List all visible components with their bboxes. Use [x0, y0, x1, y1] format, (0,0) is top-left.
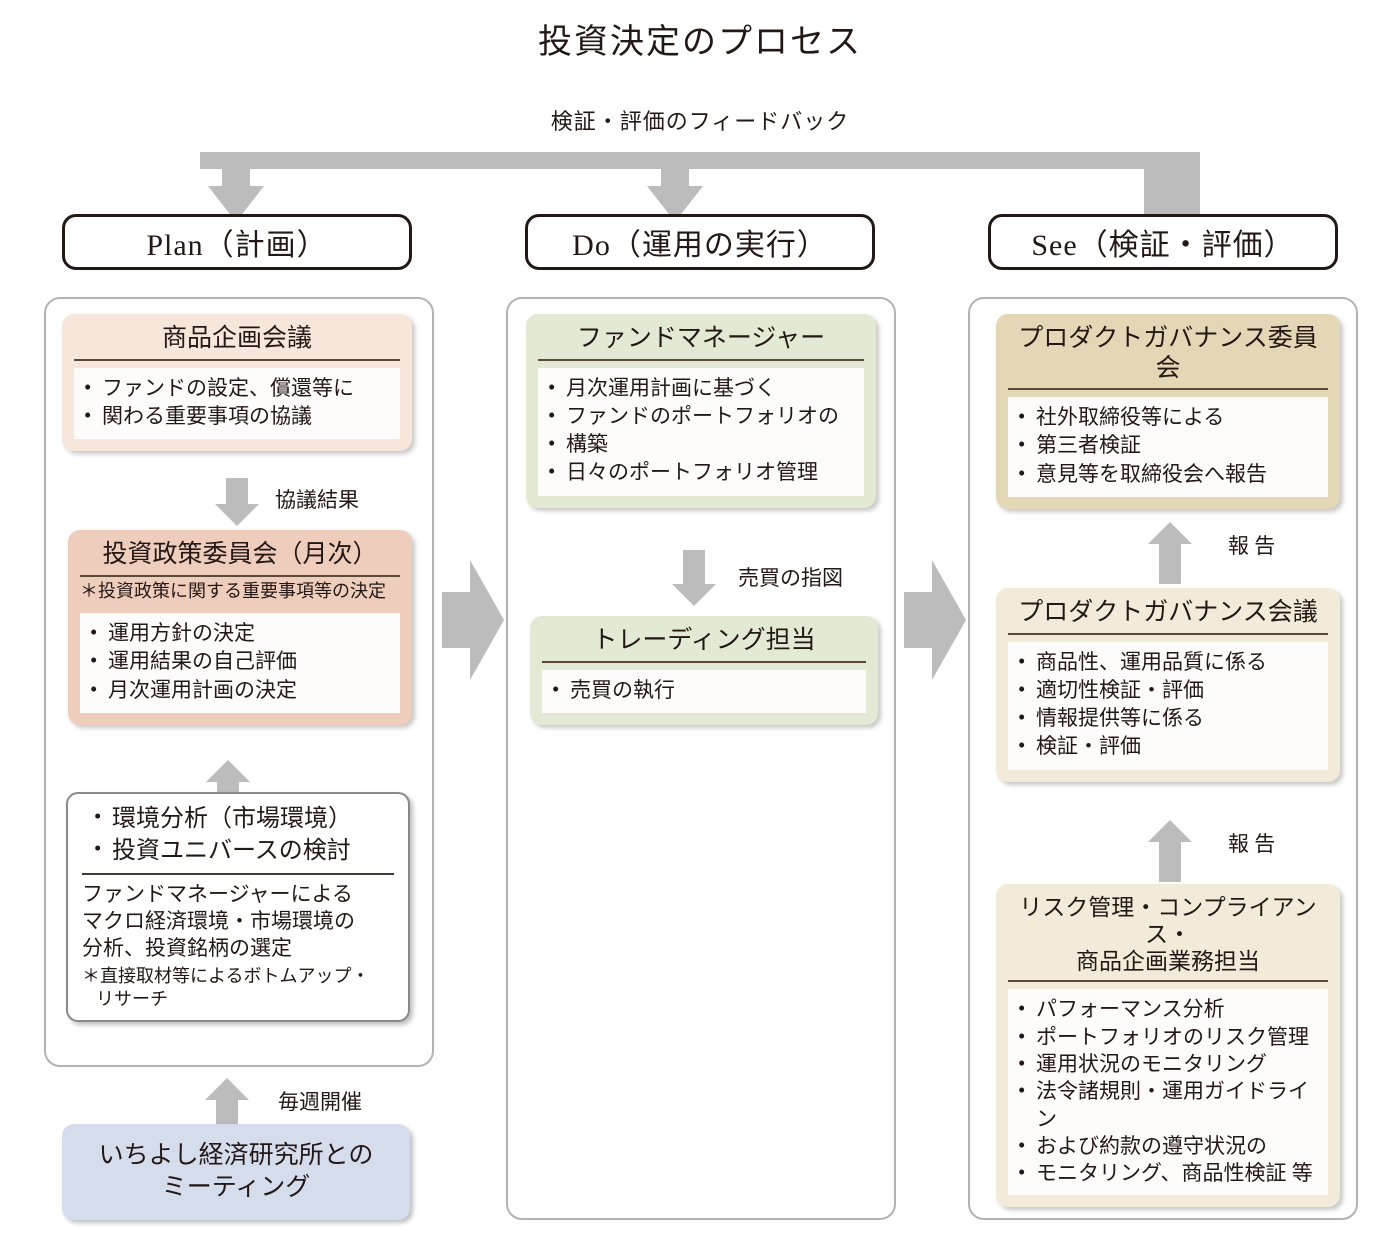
- arrow-down-to-trading: [672, 550, 716, 608]
- list-item: 投資ユニバースの検討: [92, 835, 394, 867]
- list-item-cont: モニタリング、商品性検証 等: [1016, 1159, 1320, 1187]
- list-item: 売買の執行: [550, 675, 858, 704]
- card-product-governance-meeting[interactable]: プロダクトガバナンス会議 商品性、運用品質に係る 適切性検証・評価 情報提供等に…: [996, 588, 1340, 782]
- card-risk-management[interactable]: リスク管理・コンプライアンス・ 商品企画業務担当 パフォーマンス分析 ポートフォ…: [996, 884, 1340, 1208]
- analysis-footnote-cont: リサーチ: [96, 988, 168, 1009]
- card-product-planning-meeting[interactable]: 商品企画会議 ファンドの設定、償還等に 関わる重要事項の協議: [62, 314, 412, 452]
- list-item: 日々のポートフォリオ管理: [546, 458, 856, 486]
- list-item-cont: 構築: [546, 430, 856, 458]
- list-item: ファンドの設定、償還等に: [82, 373, 392, 402]
- column-header-do[interactable]: Do（運用の実行）: [525, 214, 875, 270]
- analysis-footnote-text: ＊直接取材等によるボトムアップ・: [82, 966, 370, 986]
- list-item: パフォーマンス分析: [1016, 995, 1320, 1023]
- card-body: ファンドの設定、償還等に 関わる重要事項の協議: [74, 367, 400, 440]
- feedback-arrow-bar: [200, 152, 1200, 169]
- card-title: 投資政策委員会（月次）: [80, 538, 400, 577]
- list-item: 運用結果の自己評価: [88, 647, 392, 675]
- list-item: 月次運用計画に基づく: [546, 373, 856, 402]
- list-item: 社外取締役等による: [1016, 403, 1320, 431]
- bullet-list: 環境分析（市場環境） 投資ユニバースの検討: [82, 803, 394, 867]
- arrow-plan-to-do: [442, 560, 504, 680]
- bullet-list: 売買の執行: [550, 675, 858, 704]
- list-item-cont: 第三者検証: [1016, 431, 1320, 459]
- page-title: 投資決定のプロセス: [538, 24, 862, 61]
- card-environment-analysis[interactable]: 環境分析（市場環境） 投資ユニバースの検討 ファンドマネージャーによる マクロ経…: [66, 792, 410, 1022]
- feedback-arrow-head-do: [647, 152, 703, 222]
- list-item: 運用方針の決定: [88, 619, 392, 647]
- card-title: 商品企画会議: [74, 322, 400, 361]
- divider: [82, 873, 394, 876]
- card-trading-desk[interactable]: トレーディング担当 売買の執行: [530, 616, 878, 725]
- list-item: 運用状況のモニタリング: [1016, 1050, 1320, 1078]
- list-item-cont: ファンドのポートフォリオの: [546, 402, 856, 430]
- card-body: 売買の執行: [542, 669, 866, 713]
- arrow-label-negotiation-result: 協議結果: [275, 488, 359, 512]
- column-header-plan[interactable]: Plan（計画）: [62, 214, 412, 270]
- arrow-up-to-governance-committee: [1148, 522, 1192, 584]
- list-item: 環境分析（市場環境）: [92, 803, 394, 835]
- bullet-list: パフォーマンス分析 ポートフォリオのリスク管理 運用状況のモニタリング 法令諸規…: [1016, 995, 1320, 1187]
- list-item: ポートフォリオのリスク管理: [1016, 1023, 1320, 1051]
- card-title: プロダクトガバナンス委員会: [1008, 322, 1328, 390]
- card-fund-manager[interactable]: ファンドマネージャー 月次運用計画に基づく ファンドのポートフォリオの 構築 日…: [526, 314, 876, 508]
- arrow-up-to-governance-meeting: [1148, 820, 1192, 882]
- list-item-cont: 関わる重要事項の協議: [82, 402, 392, 430]
- card-product-governance-committee[interactable]: プロダクトガバナンス委員会 社外取締役等による 第三者検証 意見等を取締役会へ報…: [996, 314, 1340, 509]
- card-title: リスク管理・コンプライアンス・ 商品企画業務担当: [1008, 892, 1328, 983]
- bullet-list: 運用方針の決定 運用結果の自己評価 月次運用計画の決定: [88, 619, 392, 704]
- bullet-list: 社外取締役等による 第三者検証 意見等を取締役会へ報告: [1016, 403, 1320, 488]
- card-title: ファンドマネージャー: [538, 322, 864, 361]
- list-item-cont: 検証・評価: [1016, 732, 1320, 760]
- card-ichiyoshi-research-meeting[interactable]: いちよし経済研究所との ミーティング: [62, 1124, 410, 1220]
- column-header-see[interactable]: See（検証・評価）: [988, 214, 1338, 270]
- card-body: 月次運用計画に基づく ファンドのポートフォリオの 構築 日々のポートフォリオ管理: [538, 367, 864, 496]
- bullet-list: 商品性、運用品質に係る 適切性検証・評価 情報提供等に係る 検証・評価: [1016, 647, 1320, 761]
- arrow-label-weekly: 毎週開催: [278, 1090, 362, 1114]
- card-body: 運用方針の決定 運用結果の自己評価 月次運用計画の決定: [80, 613, 400, 713]
- bullet-list: 月次運用計画に基づく ファンドのポートフォリオの 構築 日々のポートフォリオ管理: [546, 373, 856, 487]
- analysis-footnote: ＊直接取材等によるボトムアップ・ リサーチ: [82, 965, 394, 1010]
- arrow-do-to-see: [904, 560, 966, 680]
- arrow-down-to-investment-policy: [215, 478, 259, 526]
- arrow-label-trade-instruction: 売買の指図: [738, 566, 843, 590]
- list-item: 意見等を取締役会へ報告: [1016, 460, 1320, 488]
- feedback-arrow-right-stem: [1144, 152, 1200, 220]
- card-note: ＊投資政策に関する重要事項等の決定: [80, 580, 386, 601]
- list-item-cont: 適切性検証・評価: [1016, 676, 1320, 704]
- feedback-arrow-head-plan: [208, 152, 264, 222]
- list-item: 商品性、運用品質に係る: [1016, 647, 1320, 676]
- list-item: 月次運用計画の決定: [88, 676, 392, 704]
- card-body: 社外取締役等による 第三者検証 意見等を取締役会へ報告: [1008, 397, 1328, 497]
- card-investment-policy-committee[interactable]: 投資政策委員会（月次） ＊投資政策に関する重要事項等の決定 運用方針の決定 運用…: [68, 530, 412, 725]
- feedback-arrow-label: 検証・評価のフィードバック: [550, 109, 850, 134]
- card-body: パフォーマンス分析 ポートフォリオのリスク管理 運用状況のモニタリング 法令諸規…: [1008, 989, 1328, 1196]
- card-title: トレーディング担当: [542, 624, 866, 663]
- bullet-list: ファンドの設定、償還等に 関わる重要事項の協議: [82, 373, 392, 431]
- arrow-label-report-meeting: 報 告: [1228, 832, 1276, 856]
- list-item: 情報提供等に係る: [1016, 704, 1320, 732]
- list-item: 法令諸規則・運用ガイドライン: [1016, 1077, 1320, 1133]
- analysis-paragraph: ファンドマネージャーによる マクロ経済環境・市場環境の 分析、投資銘柄の選定: [82, 882, 355, 961]
- arrow-label-report-committee: 報 告: [1228, 534, 1276, 558]
- arrow-up-from-meeting: [205, 1078, 249, 1124]
- list-item-cont: および約款の遵守状況の: [1016, 1132, 1320, 1160]
- card-title: プロダクトガバナンス会議: [1008, 596, 1328, 635]
- card-body: 商品性、運用品質に係る 適切性検証・評価 情報提供等に係る 検証・評価: [1008, 641, 1328, 770]
